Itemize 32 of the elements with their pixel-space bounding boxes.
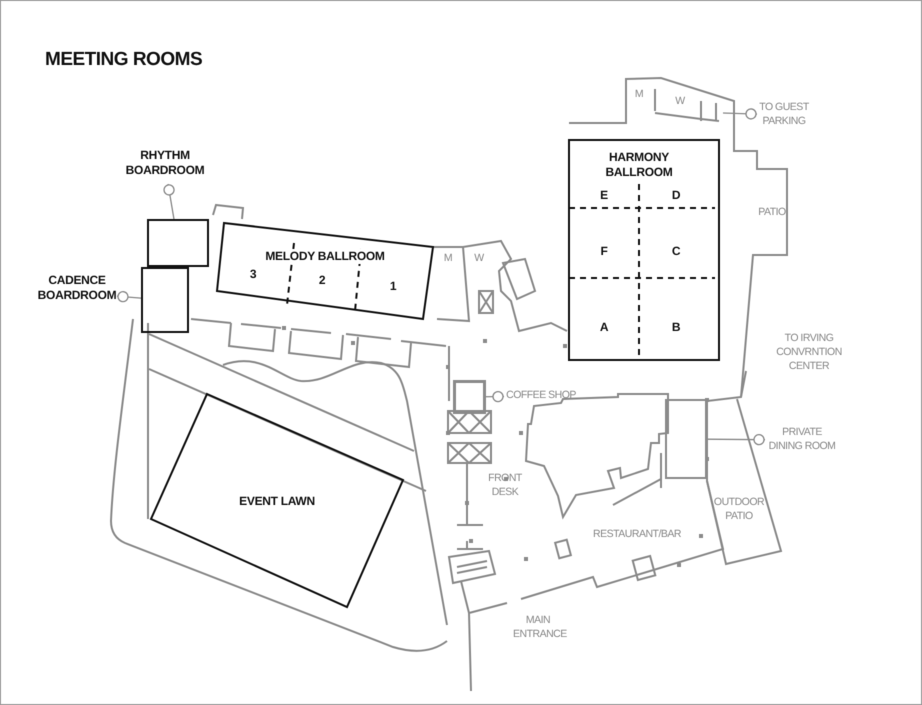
- section-letter: 1: [385, 279, 401, 295]
- area-label: RESTAURANT/BAR: [592, 527, 682, 541]
- leader-line: [722, 108, 758, 120]
- room-name: PRIVATE DINING ROOM: [765, 425, 839, 455]
- section-letter: A: [596, 320, 612, 336]
- room-outline: [147, 219, 209, 267]
- title: MEETING ROOMS: [45, 49, 202, 71]
- leader-line: [116, 291, 142, 302]
- section-letter: 2: [314, 273, 330, 289]
- room-name: PATIO: [757, 205, 787, 221]
- section-letter: F: [596, 244, 612, 260]
- section-letter: E: [596, 188, 612, 204]
- section-letter: 3: [245, 267, 261, 283]
- room-name: COFFEE SHOP: [504, 388, 578, 404]
- room-name: W: [665, 94, 695, 108]
- room-outline: [665, 399, 707, 479]
- room-name: TO GUEST PARKING: [757, 100, 811, 130]
- room-name: OUTDOOR PATIO: [713, 495, 765, 525]
- room-name: M: [435, 251, 461, 271]
- section-letter: B: [668, 320, 684, 336]
- leader-line: [163, 184, 175, 220]
- room-outline: [141, 267, 189, 333]
- room-name: RHYTHM BOARDROOM: [123, 148, 207, 184]
- area-label: TO IRVING CONVRNTION CENTER: [775, 331, 843, 373]
- section-letter: C: [668, 244, 684, 260]
- room-name: M: [628, 87, 650, 105]
- room-name: CADENCE BOARDROOM: [37, 273, 117, 313]
- room-name: W: [467, 251, 491, 269]
- leader-line: [485, 390, 504, 402]
- leader-line: [707, 434, 765, 446]
- section-letter: D: [668, 188, 684, 204]
- room-outline: [454, 381, 485, 413]
